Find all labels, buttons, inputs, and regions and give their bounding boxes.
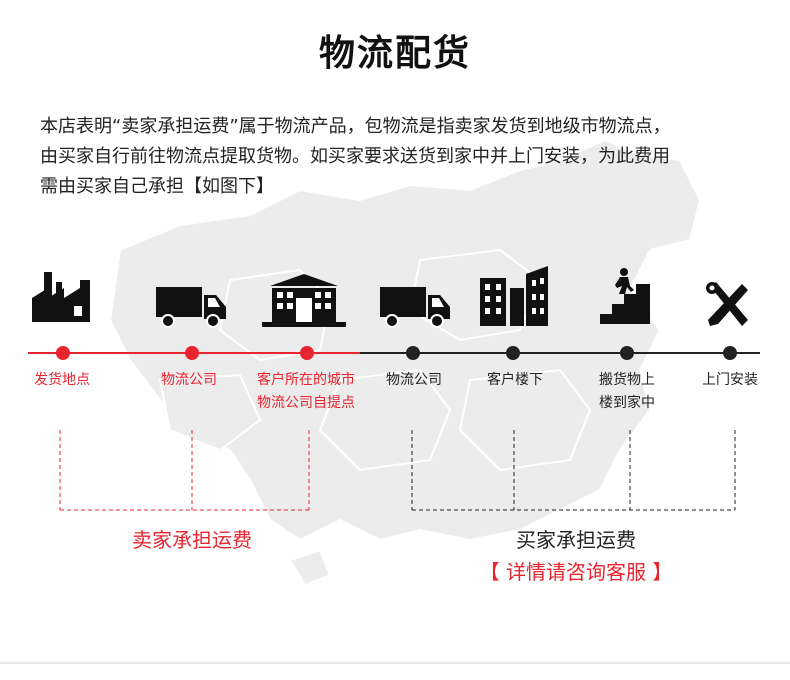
step-label-downstairs: 客户楼下	[487, 372, 543, 388]
seller-bracket	[59, 430, 310, 511]
seller-pays-label: 卖家承担运费	[132, 528, 252, 552]
bottom-divider	[0, 662, 790, 664]
intro-text: 本店表明“卖家承担运费”属于物流产品，包物流是指卖家发货到地级市物流点， 由买家…	[40, 112, 760, 202]
truck-icon	[156, 287, 226, 328]
stairs-climbing-icon	[600, 268, 650, 324]
warehouse-icon	[262, 274, 346, 327]
factory-icon	[32, 272, 90, 322]
step-label-carry-upstairs: 搬货物上 楼到家中	[599, 372, 655, 411]
step-label-installation: 上门安装	[702, 372, 758, 388]
timeline-dot	[185, 346, 199, 360]
page-title: 物流配货	[318, 33, 471, 74]
buildings-icon	[480, 266, 548, 326]
timeline-dot	[620, 346, 634, 360]
intro-line: 需由买家自己承担【如图下】	[40, 176, 274, 197]
timeline-dot	[506, 346, 520, 360]
intro-line: 本店表明“卖家承担运费”属于物流产品，包物流是指卖家发货到地级市物流点，	[40, 116, 671, 137]
timeline-dot	[56, 346, 70, 360]
buyer-bracket	[411, 430, 736, 511]
contact-service-link[interactable]: 【 详情请咨询客服 】	[479, 560, 673, 584]
buyer-pays-label: 买家承担运费	[516, 528, 636, 552]
timeline-dot	[300, 346, 314, 360]
timeline-dot	[406, 346, 420, 360]
timeline-dot	[723, 346, 737, 360]
truck-icon	[380, 287, 450, 328]
step-label-logistics-buyer: 物流公司	[386, 372, 442, 388]
step-label-origin: 发货地点	[34, 372, 90, 388]
intro-line: 由买家自行前往物流点提取货物。如买家要求送货到家中并上门安装，为此费用	[40, 146, 670, 167]
step-label-logistics: 物流公司	[161, 372, 217, 388]
step-label-city-pickup: 客户所在的城市 物流公司自提点	[257, 372, 355, 411]
tools-icon	[706, 282, 748, 326]
